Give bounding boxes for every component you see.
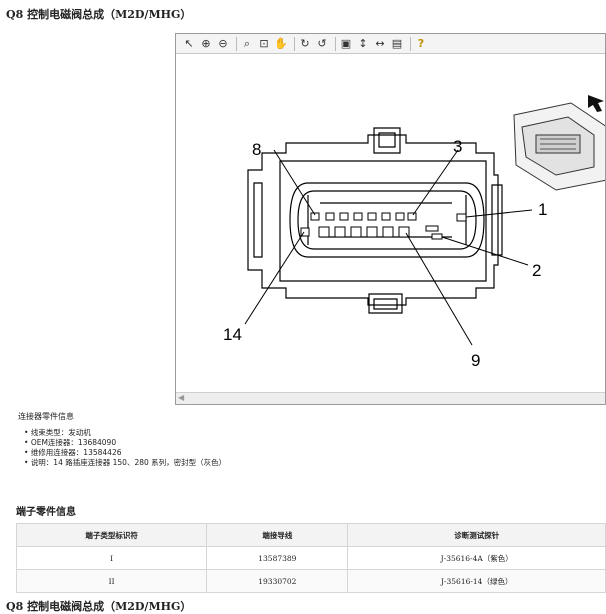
cavity-2 bbox=[431, 233, 443, 240]
table-cell: I bbox=[15, 546, 208, 570]
list-item: 说明：14 路插座连接器 150、280 系列，密封型（灰色） bbox=[24, 458, 226, 468]
fit-width-icon[interactable]: ↔ bbox=[375, 37, 385, 50]
list-item: 维修用连接器：13584426 bbox=[24, 448, 226, 458]
zoom-area-icon[interactable]: ⊡ bbox=[259, 37, 269, 50]
zoom-out-icon[interactable]: ⊖ bbox=[218, 37, 228, 50]
scroll-left-icon[interactable]: ◀ bbox=[178, 393, 185, 402]
table-header-row: 端子类型标识符 端接导线 诊断测试探针 bbox=[15, 523, 606, 547]
zoom-in-icon[interactable]: ⊕ bbox=[201, 37, 211, 50]
column-header: 端接导线 bbox=[206, 523, 349, 547]
arrow-icon bbox=[588, 95, 604, 112]
cavity-14 bbox=[300, 227, 310, 237]
bottom-latch bbox=[368, 293, 403, 314]
select-arrow-icon[interactable]: ↖ bbox=[184, 37, 194, 50]
connector-diagram-canvas: 8 3 1 2 14 9 bbox=[176, 55, 605, 393]
terminal-table: 端子类型标识符 端接导线 诊断测试探针 I 13587389 J-35616-4… bbox=[15, 523, 606, 593]
horizontal-scrollbar[interactable]: ◀ bbox=[176, 392, 605, 404]
connector-info-heading: 连接器零件信息 bbox=[18, 412, 74, 421]
list-item: OEM连接器：13684090 bbox=[24, 438, 226, 448]
fit-window-icon[interactable]: ▣ bbox=[335, 36, 353, 51]
zoom-icon[interactable]: ⌕ bbox=[236, 36, 254, 51]
callout-8: 8 bbox=[252, 140, 261, 159]
rotate-ccw-icon[interactable]: ↺ bbox=[317, 37, 327, 50]
rotate-cw-icon[interactable]: ↻ bbox=[294, 36, 312, 51]
viewer-toolbar: ↖ ⊕ ⊖ ⌕ ⊡ ✋ ↻ ↺ ▣ ↕ ↔ ▤ ? bbox=[176, 34, 605, 54]
column-header: 端子类型标识符 bbox=[15, 523, 208, 547]
top-latch bbox=[373, 127, 401, 154]
cavity-3 bbox=[407, 212, 417, 221]
callout-1: 1 bbox=[538, 200, 547, 219]
cavity-1 bbox=[456, 213, 467, 222]
table-cell: II bbox=[15, 569, 208, 593]
cavity-8 bbox=[310, 212, 320, 221]
table-cell: J-35616-14（绿色） bbox=[347, 569, 606, 593]
cavity-9 bbox=[398, 226, 410, 238]
fit-height-icon[interactable]: ↕ bbox=[358, 37, 368, 50]
diagram-viewer[interactable]: ↖ ⊕ ⊖ ⌕ ⊡ ✋ ↻ ↺ ▣ ↕ ↔ ▤ ? bbox=[175, 33, 606, 405]
callout-14: 14 bbox=[223, 325, 242, 344]
pan-hand-icon[interactable]: ✋ bbox=[274, 37, 288, 50]
callout-3: 3 bbox=[453, 137, 462, 156]
connector-inner-frame bbox=[279, 160, 487, 282]
table-cell: 13587389 bbox=[206, 546, 349, 570]
connector-drawing: 8 3 1 2 14 9 bbox=[223, 95, 605, 370]
column-header: 诊断测试探针 bbox=[347, 523, 606, 547]
callout-2: 2 bbox=[532, 261, 541, 280]
table-row: I 13587389 J-35616-4A（紫色） bbox=[15, 546, 606, 570]
palette-icon[interactable]: ▤ bbox=[391, 37, 403, 50]
table-row: II 19330702 J-35616-14（绿色） bbox=[15, 569, 606, 593]
cavity-ring bbox=[289, 182, 485, 258]
table-cell: 19330702 bbox=[206, 569, 349, 593]
help-icon[interactable]: ? bbox=[410, 36, 428, 51]
page-title: Q8 控制电磁阀总成（M2D/MHG） bbox=[6, 8, 192, 21]
connector-outline bbox=[247, 134, 499, 306]
terminal-info-heading: 端子零件信息 bbox=[16, 507, 76, 518]
list-item: 线束类型：发动机 bbox=[24, 428, 226, 438]
connector-3d-thumbnail bbox=[513, 102, 605, 191]
table-cell: J-35616-4A（紫色） bbox=[347, 546, 606, 570]
next-section-title: Q8 控制电磁阀总成（M2D/MHG） bbox=[6, 600, 192, 613]
connector-info-list: 线束类型：发动机 OEM连接器：13684090 维修用连接器：13584426… bbox=[24, 428, 226, 468]
callout-9: 9 bbox=[471, 351, 480, 370]
